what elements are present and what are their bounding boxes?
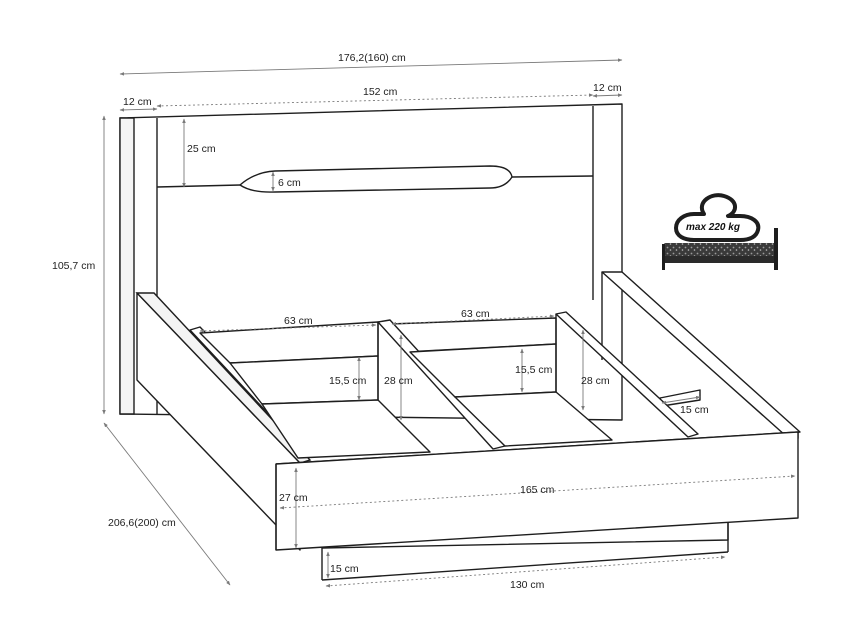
right-compartment-depth-label: 28 cm [581,375,610,387]
headboard-groove-left [156,184,241,188]
dimension-labels: 176,2(160) cm 152 cm 12 cm 12 cm 25 cm 6… [52,52,709,591]
left-rail-height-label: 15,5 cm [329,375,367,387]
right-side-rail [601,271,801,437]
total-length-label: 206,6(200) cm [108,517,176,529]
frame-length-label: 165 cm [520,484,555,496]
right-rail-height-label: 15,5 cm [515,364,553,376]
base-length-label: 130 cm [510,579,545,591]
left-compartment-depth-label: 28 cm [384,375,413,387]
right-post-width-label: 12 cm [593,82,622,94]
side-ledge-label: 15 cm [680,404,709,416]
headboard-slot [239,165,513,193]
right-divider [555,311,699,438]
weight-icon [674,193,761,242]
total-height-label: 105,7 cm [52,260,95,272]
bed-frame [135,271,801,551]
headboard-top-band-label: 25 cm [187,143,216,155]
frame-height-label: 27 cm [279,492,308,504]
left-compartment-width-label: 63 cm [284,315,313,327]
load-capacity-text: max 220 kg [686,222,740,233]
load-capacity-badge: max 220 kg [662,193,778,270]
right-compartment-width-label: 63 cm [461,308,490,320]
base-height-label: 15 cm [330,563,359,575]
slot-height-label: 6 cm [278,177,301,189]
headboard-groove-right [511,175,594,178]
mattress-icon [662,228,778,270]
dimension-lines [102,58,796,588]
headboard-left-edge [119,117,135,415]
total-width-label: 176,2(160) cm [338,52,406,64]
left-post-width-label: 12 cm [123,96,152,108]
headboard-inner-width-label: 152 cm [363,86,398,98]
